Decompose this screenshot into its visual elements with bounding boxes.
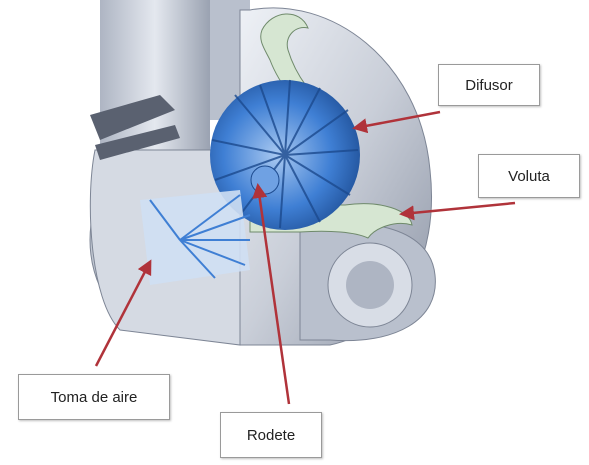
label-rodete: Rodete (220, 412, 322, 458)
inlet-blades (140, 190, 250, 285)
volute-body (300, 224, 435, 341)
label-voluta: Voluta (478, 154, 580, 198)
label-toma-de-aire: Toma de aire (18, 374, 170, 420)
label-difusor: Difusor (438, 64, 540, 106)
